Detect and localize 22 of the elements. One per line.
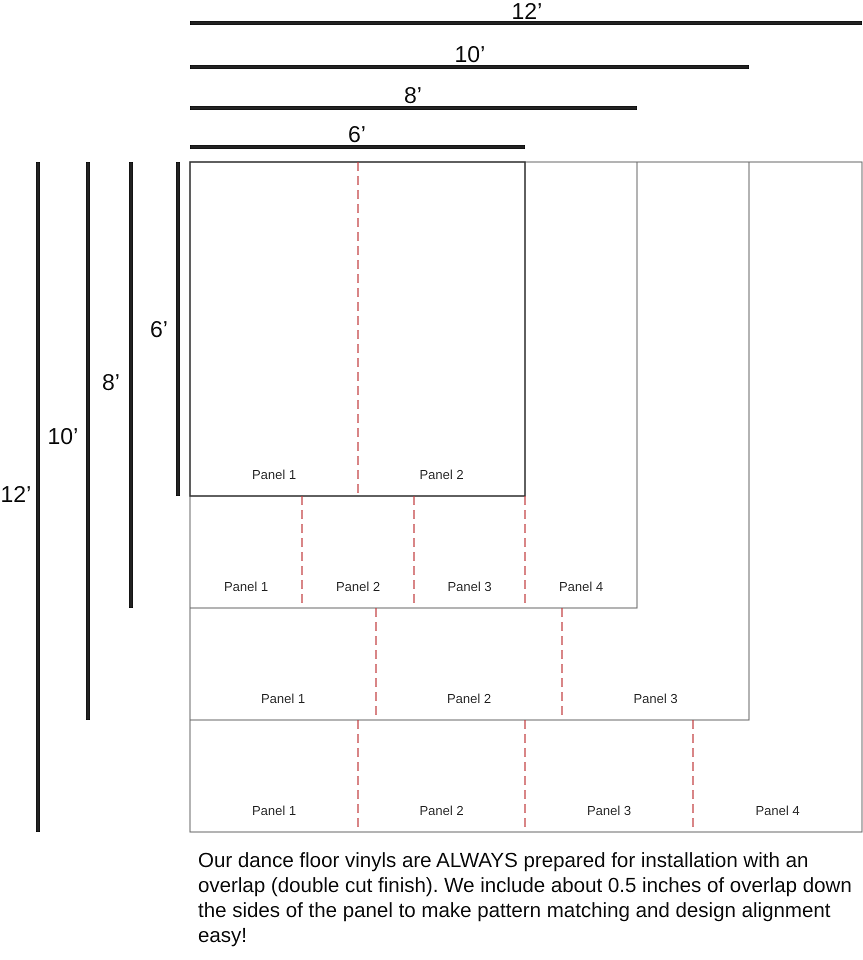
dimension-label: 12’	[512, 0, 542, 23]
dimension-label: 10’	[454, 43, 486, 66]
dimension-label: 10’	[48, 425, 78, 448]
panel-label: Panel 4	[754, 803, 801, 818]
caption: Our dance floor vinyls are ALWAYS prepared for installation with an overlap (double cut finish). We include about 0.5 inches of overlap down the sides of the panel to make pattern matching and design alignment easy!	[198, 848, 853, 948]
panel-label: Panel 2	[446, 691, 492, 706]
panel-label: Panel 2	[418, 467, 465, 482]
panel-label: Panel 2	[418, 803, 465, 818]
panel-label: Panel 1	[260, 691, 306, 706]
dimension-label: 8’	[102, 371, 120, 394]
panel-label: Panel 3	[446, 579, 493, 594]
panel-label: Panel 4	[558, 579, 604, 594]
panel-label: Panel 3	[632, 691, 679, 706]
panel-label: Panel 1	[222, 579, 270, 594]
dimension-label: 8’	[404, 84, 422, 107]
panel-label: Panel 1	[250, 467, 298, 482]
dimension-label: 12’	[0, 483, 32, 506]
dimension-label: 6’	[150, 318, 168, 341]
panel-label: Panel 2	[334, 579, 382, 594]
panel-label: Panel 1	[250, 803, 298, 818]
panel-label: Panel 3	[586, 803, 632, 818]
dimension-label: 6’	[348, 123, 366, 146]
